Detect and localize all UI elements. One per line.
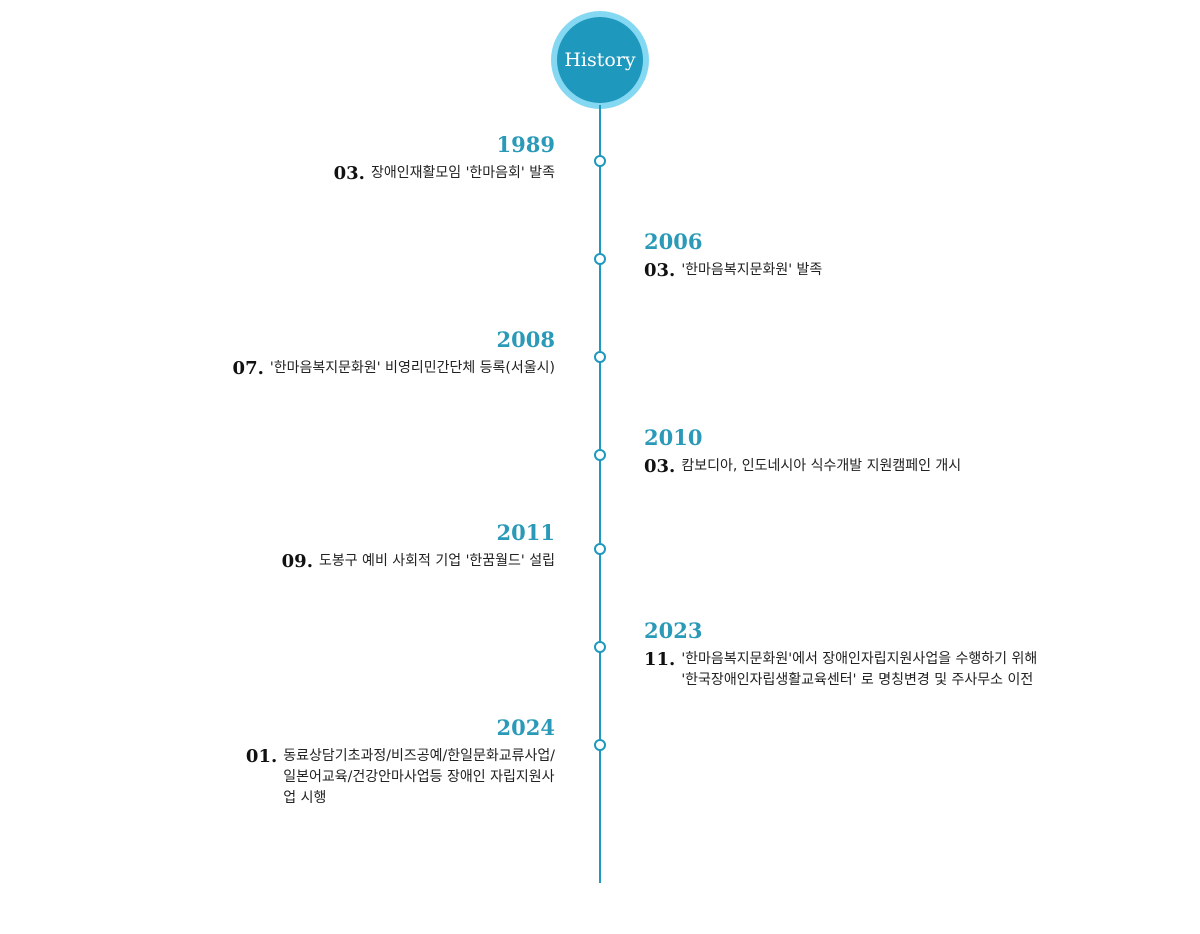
entry-month: 09. <box>281 551 313 572</box>
entry-text: '한마음복지문화원' 비영리민간단체 등록(서울시) <box>269 360 555 376</box>
entry-year: 2024 <box>496 715 555 740</box>
entry-month: 07. <box>232 358 264 379</box>
timeline-entry: 2024 01.동료상담기초과정/비즈공예/한일문화교류사업/ 일본어교육/건강… <box>135 715 555 809</box>
entry-year: 2011 <box>496 520 555 545</box>
entry-text: 도봉구 예비 사회적 기업 '한꿈월드' 설립 <box>318 553 555 569</box>
timeline-dot <box>594 155 606 167</box>
entry-text: '한마음복지문화원' 발족 <box>681 262 823 278</box>
timeline-entry: 2011 09. 도봉구 예비 사회적 기업 '한꿈월드' 설립 <box>135 520 555 572</box>
entry-text: 동료상담기초과정/비즈공예/한일문화교류사업/ 일본어교육/건강안마사업등 장애… <box>283 748 555 806</box>
timeline-dot <box>594 739 606 751</box>
entry-year: 2006 <box>644 229 703 254</box>
history-title: History <box>557 17 643 103</box>
entry-text: 캄보디아, 인도네시아 식수개발 지원캠페인 개시 <box>681 458 962 474</box>
entry-month: 03. <box>644 260 676 281</box>
timeline-dot <box>594 449 606 461</box>
entry-year: 2008 <box>496 327 555 352</box>
timeline-entry: 1989 03. 장애인재활모임 '한마음회' 발족 <box>135 132 555 184</box>
entry-year: 2023 <box>644 618 703 643</box>
timeline-entry: 2008 07. '한마음복지문화원' 비영리민간단체 등록(서울시) <box>135 327 555 379</box>
timeline-line <box>599 105 601 883</box>
entry-month: 11. <box>644 649 676 670</box>
entry-month: 03. <box>644 456 676 477</box>
timeline-dot <box>594 543 606 555</box>
timeline-entry: 2010 03. 캄보디아, 인도네시아 식수개발 지원캠페인 개시 <box>644 425 1064 477</box>
timeline-entry: 2023 11. '한마음복지문화원'에서 장애인자립지원사업을 수행하기 위해… <box>644 618 1164 691</box>
timeline-dot <box>594 641 606 653</box>
entry-year: 1989 <box>496 132 555 157</box>
entry-text: 장애인재활모임 '한마음회' 발족 <box>370 165 555 181</box>
timeline-dot <box>594 253 606 265</box>
history-badge: History <box>551 11 649 109</box>
timeline-dot <box>594 351 606 363</box>
entry-month: 01. <box>245 746 278 767</box>
entry-month: 03. <box>333 163 365 184</box>
entry-text: '한마음복지문화원'에서 장애인자립지원사업을 수행하기 위해 '한국장애인자립… <box>681 651 1038 688</box>
timeline-entry: 2006 03. '한마음복지문화원' 발족 <box>644 229 1064 281</box>
entry-year: 2010 <box>644 425 703 450</box>
